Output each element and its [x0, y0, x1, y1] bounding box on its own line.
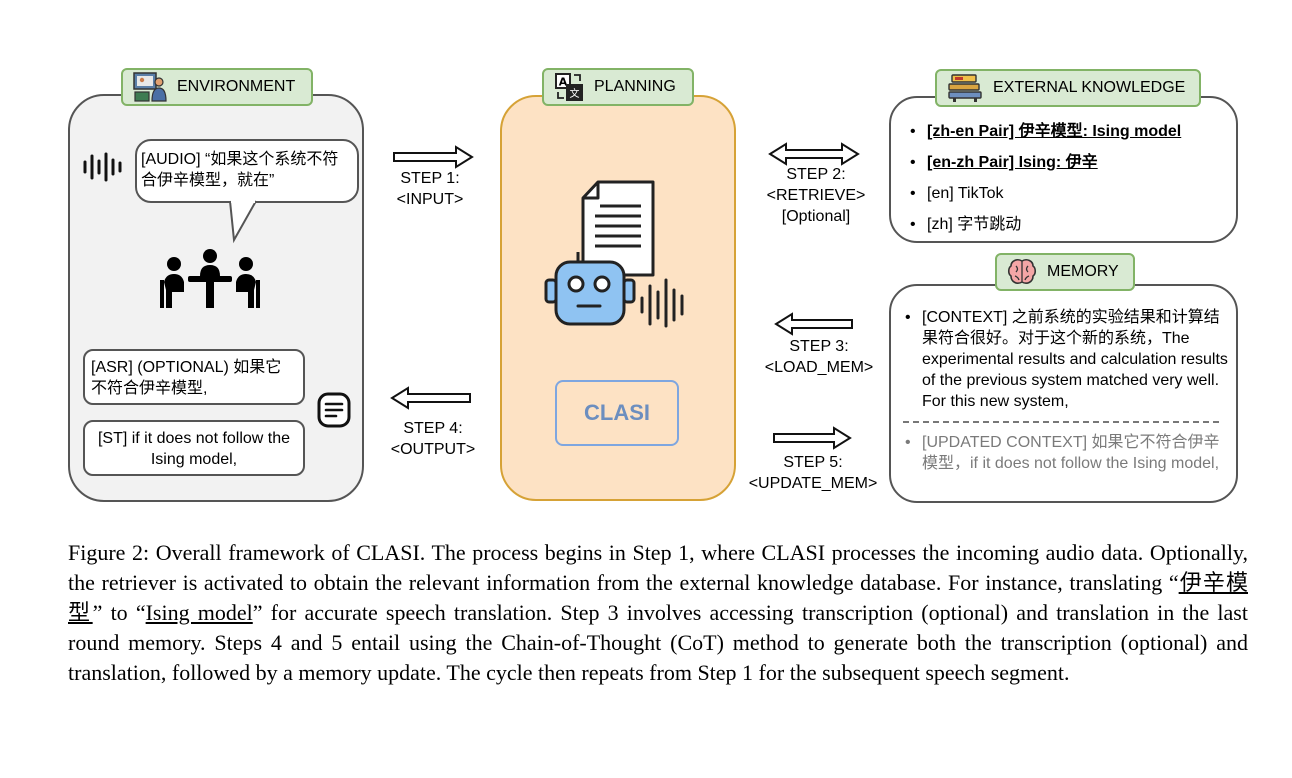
step2-label: STEP 2: <RETRIEVE> [Optional]	[756, 164, 876, 227]
bubble-tail	[229, 200, 257, 244]
step3-label: STEP 3: <LOAD_MEM>	[756, 336, 882, 378]
figure-caption: Figure 2: Overall framework of CLASI. Th…	[68, 540, 1248, 685]
external-knowledge-list: [zh-en Pair] 伊辛模型: Ising model [en-zh Pa…	[905, 121, 1235, 245]
st-box: [ST] if it does not follow the Ising mod…	[83, 420, 305, 476]
document-lines-icon	[317, 392, 351, 428]
audio-text: [AUDIO] “如果这个系统不符合伊辛模型，就在”	[141, 151, 339, 189]
memory-context-list: [CONTEXT] 之前系统的实验结果和计算结果符合很好。对于这个新的系统，Th…	[900, 307, 1230, 412]
sound-wave-icon	[83, 152, 122, 182]
audio-bubble: [AUDIO] “如果这个系统不符合伊辛模型，就在”	[135, 139, 359, 203]
knowledge-item: [en-zh Pair] Ising: 伊辛	[905, 152, 1235, 183]
step2-note: [Optional]	[781, 208, 851, 225]
environment-icon	[133, 72, 167, 102]
robot-icon	[544, 252, 636, 326]
external-knowledge-tag: EXTERNAL KNOWLEDGE	[935, 69, 1201, 107]
step3-action: <LOAD_MEM>	[764, 359, 874, 376]
clasi-box: CLASI	[555, 380, 679, 446]
database-icon	[948, 74, 982, 102]
step1-title: STEP 1:	[400, 170, 460, 187]
step5-label: STEP 5: <UPDATE_MEM>	[740, 452, 886, 494]
step1-arrow	[393, 145, 474, 169]
knowledge-item: [zh-en Pair] 伊辛模型: Ising model	[905, 121, 1235, 152]
planning-tag: A 文 PLANNING	[542, 68, 694, 106]
environment-tag: ENVIRONMENT	[121, 68, 313, 106]
step2-arrow	[768, 142, 860, 166]
caption-term-zh: 伊辛模型	[68, 570, 1248, 625]
step4-title: STEP 4:	[403, 420, 463, 437]
step3-arrow	[774, 312, 853, 336]
memory-divider	[903, 421, 1219, 423]
brain-icon	[1007, 259, 1037, 284]
step4-action: <OUTPUT>	[390, 441, 476, 458]
step5-arrow	[773, 426, 852, 450]
robot-sound-wave-icon	[640, 278, 684, 328]
translate-icon: A 文	[555, 73, 583, 101]
step4-label: STEP 4: <OUTPUT>	[378, 418, 488, 460]
memory-tag: MEMORY	[995, 253, 1135, 291]
memory-context-item: [CONTEXT] 之前系统的实验结果和计算结果符合很好。对于这个新的系统，Th…	[900, 307, 1230, 412]
asr-text: [ASR] (OPTIONAL) 如果它不符合伊辛模型,	[91, 359, 282, 397]
memory-tag-label: MEMORY	[1047, 263, 1119, 280]
memory-updated-list: [UPDATED CONTEXT] 如果它不符合伊辛模型，if it does …	[900, 432, 1220, 474]
svg-text:文: 文	[570, 87, 580, 100]
external-knowledge-tag-label: EXTERNAL KNOWLEDGE	[993, 79, 1186, 96]
step1-label: STEP 1: <INPUT>	[385, 168, 475, 210]
knowledge-item: [en] TikTok	[905, 183, 1235, 214]
memory-updated-item: [UPDATED CONTEXT] 如果它不符合伊辛模型，if it does …	[900, 432, 1220, 474]
step2-title: STEP 2:	[786, 166, 846, 183]
meeting-people-icon	[160, 249, 260, 308]
caption-term-en: Ising model	[145, 600, 253, 625]
planning-tag-label: PLANNING	[594, 78, 676, 95]
step2-action: <RETRIEVE>	[766, 187, 866, 204]
step5-title: STEP 5:	[783, 454, 843, 471]
robot-agent-icon	[544, 180, 684, 328]
step5-action: <UPDATE_MEM>	[748, 475, 878, 492]
step4-arrow	[390, 386, 471, 410]
asr-box: [ASR] (OPTIONAL) 如果它不符合伊辛模型,	[83, 349, 305, 405]
clasi-label: CLASI	[584, 400, 650, 425]
svg-text:A: A	[559, 76, 568, 89]
knowledge-item: [zh] 字节跳动	[905, 214, 1235, 245]
step3-title: STEP 3:	[789, 338, 849, 355]
st-text: [ST] if it does not follow the Ising mod…	[97, 430, 291, 468]
step1-action: <INPUT>	[396, 191, 464, 208]
environment-tag-label: ENVIRONMENT	[177, 78, 296, 95]
